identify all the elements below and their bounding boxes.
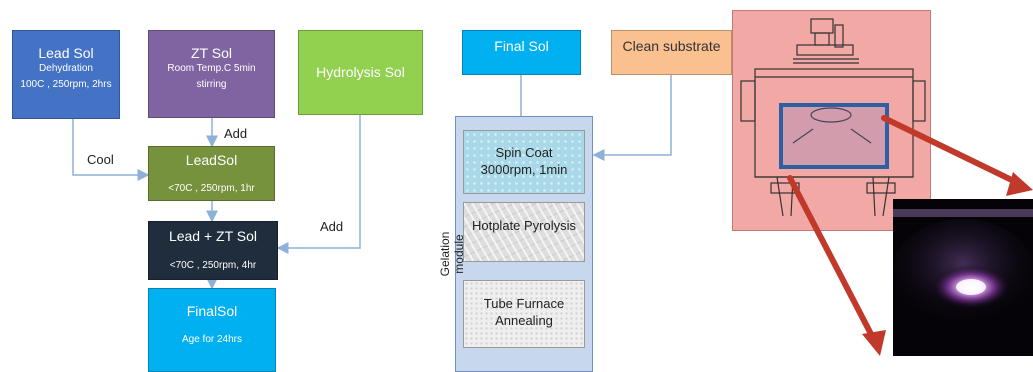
arrowhead-down-icon	[862, 330, 886, 356]
hotplate-pyrolysis-step: Hotplate Pyrolysis	[463, 202, 585, 262]
zt-sol-title: ZT Sol	[191, 45, 232, 61]
spin-coat-line1: Spin Coat	[495, 145, 553, 160]
substrate-to-spin-connector	[592, 75, 672, 161]
tube-furnace-step: Tube Furnace Annealing	[463, 280, 585, 348]
hotplate-pyrolysis-line1: Hotplate Pyrolysis	[471, 218, 577, 233]
cool-connector	[72, 119, 150, 181]
hydrolysis-sol-title: Hydrolysis Sol	[316, 64, 405, 80]
final-sol-top-box: Final Sol	[462, 30, 581, 75]
lead-sol-line1: Dehydration	[39, 63, 93, 74]
spin-coat-step: Spin Coat 3000rpm, 1min	[463, 130, 585, 194]
hydrolysis-sol-box: Hydrolysis Sol	[298, 30, 423, 115]
final-sol-line1: Age for 24hrs	[181, 334, 243, 345]
lead-sol-mix-title: LeadSol	[185, 152, 238, 168]
lead-zt-sol-box: Lead + ZT Sol <70C , 250rpm, 4hr	[148, 221, 278, 280]
chamber-highlight-box	[779, 103, 889, 169]
cool-label: Cool	[87, 152, 114, 167]
tube-furnace-line2: Annealing	[495, 313, 553, 328]
add-label-right: Add	[320, 219, 344, 234]
lead-zt-sol-line1: <70C , 250rpm, 4hr	[169, 260, 257, 271]
deposition-chamber-drawing-icon	[740, 18, 926, 217]
lead-sol-box: Lead Sol Dehydration 100C , 250rpm, 2hrs	[12, 30, 120, 119]
clean-substrate-box: Clean substrate	[611, 30, 732, 75]
plasma-glow-photo-icon	[891, 199, 1033, 356]
clean-substrate-title: Clean substrate	[622, 38, 721, 54]
lead-sol-line2: 100C , 250rpm, 2hrs	[20, 79, 112, 90]
zt-sol-box: ZT Sol Room Temp.C 5min stirring	[148, 30, 275, 118]
final-sol-top-title: Final Sol	[494, 38, 549, 54]
apparatus-panel	[732, 10, 931, 231]
zt-sol-line2: stirring	[196, 79, 227, 90]
zt-sol-line1: Room Temp.C 5min	[167, 63, 256, 74]
tube-furnace-line1: Tube Furnace	[483, 296, 565, 311]
lead-sol-title: Lead Sol	[38, 45, 94, 61]
spin-coat-line2: 3000rpm, 1min	[480, 162, 568, 177]
arrowhead-right-icon	[1006, 172, 1033, 196]
final-sol-title: FinalSol	[186, 303, 238, 319]
hydrolysis-add-connector	[276, 115, 361, 254]
lead-sol-mix-line1: <70C , 250rpm, 1hr	[168, 183, 255, 194]
lead-sol-mix-box: LeadSol <70C , 250rpm, 1hr	[148, 146, 275, 201]
lead-zt-sol-title: Lead + ZT Sol	[168, 228, 258, 244]
add-label-top: Add	[224, 126, 248, 141]
